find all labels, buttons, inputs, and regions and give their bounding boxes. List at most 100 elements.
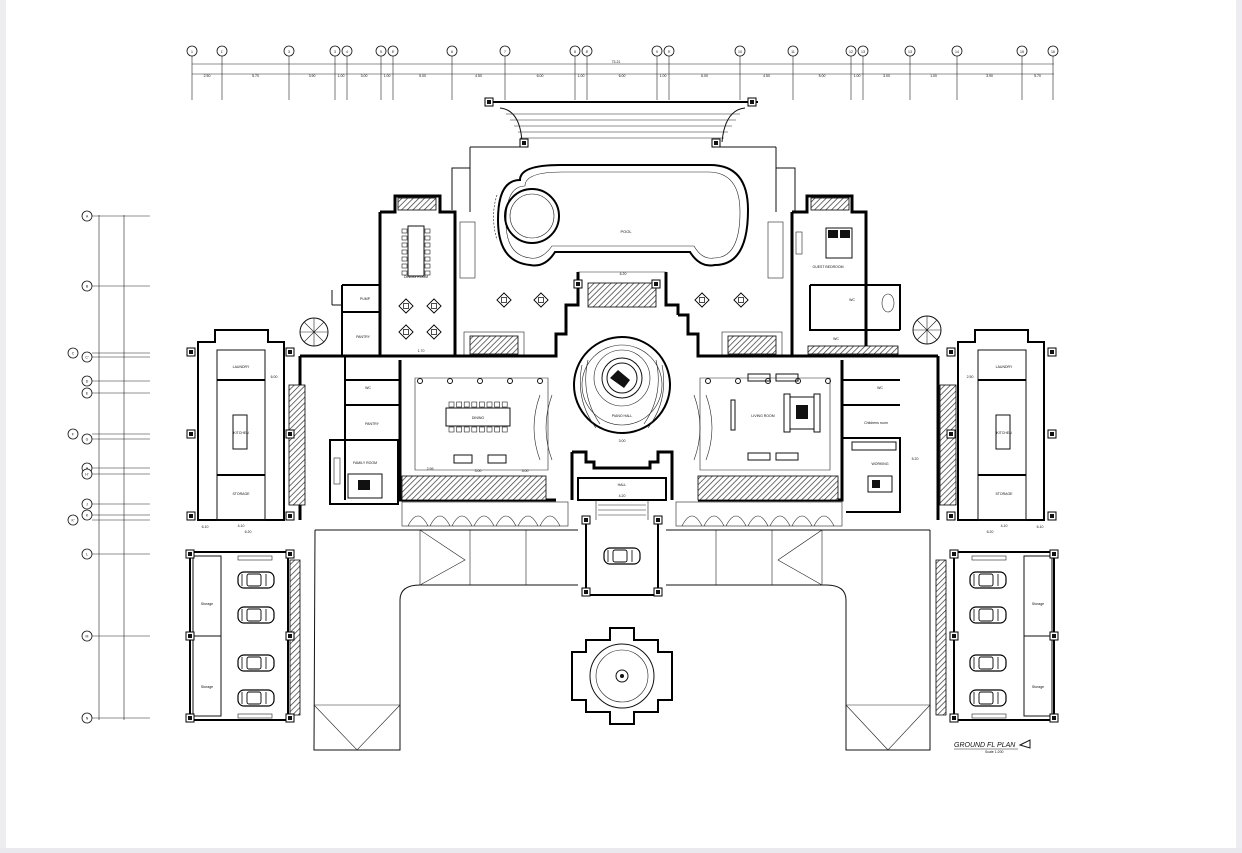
- left-wing-top: DINING ROOM PUMP PANTRY 1.70: [331, 194, 525, 357]
- grid-bubble-row: K: [81, 509, 93, 521]
- grid-bubble-label: C: [72, 352, 75, 356]
- chair: [401, 270, 408, 276]
- grid-bubble-label: 16: [1051, 50, 1055, 54]
- top-dim-label: 4.50: [763, 74, 770, 78]
- top-dim-label: 1.00: [384, 74, 391, 78]
- tree-left: [299, 317, 329, 347]
- grid-bubble-row: F: [67, 428, 79, 440]
- column: [705, 378, 711, 384]
- room-label-piano-hall: PIANO HALL: [612, 414, 633, 418]
- grid-bubble-col: 13: [857, 45, 869, 57]
- chair: [494, 426, 500, 433]
- top-dim-label: 3.90: [309, 74, 316, 78]
- room-label-family-room: FAMILY ROOM: [353, 461, 377, 465]
- grid-bubble-row: D: [81, 375, 93, 387]
- dim-4-10-right: 4.10: [1001, 524, 1008, 528]
- top-dim-label: 1.00: [930, 74, 937, 78]
- chair: [494, 401, 500, 408]
- total-width-dim: 73.21: [612, 60, 621, 64]
- chair: [401, 263, 408, 269]
- grid-bubble-label: 5: [380, 50, 382, 54]
- chair: [463, 426, 470, 433]
- grid-bubble-label: 8': [586, 50, 589, 54]
- chair: [479, 401, 485, 408]
- grid-bubble-label: 9: [656, 50, 658, 54]
- grid-bubble-col: 6: [446, 45, 458, 57]
- chair: [463, 401, 470, 408]
- grid-bubble-row: G: [81, 433, 93, 445]
- grid-bubble-label: 7: [504, 50, 506, 54]
- chair: [501, 401, 508, 408]
- pillar: [1049, 631, 1059, 641]
- grid-bubble-row: H': [81, 468, 93, 480]
- dim-6-20-left: 6.20: [245, 530, 252, 534]
- room-label-laundry-right: LAUNDRY: [996, 365, 1013, 369]
- arch: [769, 515, 791, 527]
- grid-bubble-label: 10: [738, 50, 742, 54]
- arch: [473, 515, 495, 527]
- arch: [495, 515, 517, 527]
- arch: [703, 515, 725, 527]
- room-label-pantry-top: PANTRY: [356, 335, 371, 339]
- arch: [429, 515, 451, 527]
- top-dim-label: 5.70: [1034, 74, 1041, 78]
- grid-bubble-col: 13: [904, 45, 916, 57]
- arch: [791, 515, 813, 527]
- column: [825, 378, 831, 384]
- grid-bubble-label: 3: [334, 50, 336, 54]
- dim-6-10-right: 6.10: [1037, 525, 1044, 529]
- grid-bubble-col: 4: [341, 45, 353, 57]
- chair: [456, 401, 462, 408]
- grid-bubble-row: K': [67, 514, 79, 526]
- grid-bubble-label: 1: [191, 50, 193, 54]
- garage-storage-left-2: Storage: [201, 685, 213, 689]
- grid-bubble-label: 13: [861, 50, 865, 54]
- drawing-scale: Scale 1:200: [985, 750, 1004, 754]
- grid-bubble-label: G: [86, 438, 89, 442]
- pillar: [185, 631, 195, 641]
- chair: [401, 228, 408, 234]
- grid-bubble-label: 5': [392, 50, 395, 54]
- pillar: [285, 713, 295, 723]
- arch: [725, 515, 747, 527]
- garage-storage-right-2: Storage: [1032, 685, 1044, 689]
- chair: [424, 228, 431, 234]
- room-label-wc-right-bottom: WC: [833, 337, 839, 341]
- dim-3-00-a: 3.00: [475, 469, 482, 473]
- room-label-living-room: LIVING ROOM: [751, 414, 774, 418]
- room-label-kitchen-right: KITCHEN: [996, 431, 1012, 435]
- grid-bubble-label: 9': [668, 50, 671, 54]
- grid-bubble-row: L: [81, 548, 93, 560]
- chair: [501, 426, 508, 433]
- right-pavilion: LAUNDRY KITCHEN STORAGE 4.10 6.20 6.10 2…: [939, 329, 1057, 534]
- grid-bubble-label: N: [86, 717, 89, 721]
- room-label-pantry-mid: PANTRY: [365, 422, 380, 426]
- room-label-children-room: Childrens room: [864, 421, 888, 425]
- arch: [517, 515, 539, 527]
- grid-bubble-col: 5': [387, 45, 399, 57]
- room-label-storage-left: STORAGE: [232, 492, 250, 496]
- room-label-wc-left: WC: [365, 386, 371, 390]
- chair: [401, 235, 408, 241]
- left-pavilion: LAUNDRY KITCHEN STORAGE 4.10 6.20 6.10 6…: [186, 329, 306, 534]
- grid-bubble-label: 13: [908, 50, 912, 54]
- grid-bubble-col: 10: [734, 45, 746, 57]
- grid-bubble-label: 14: [955, 50, 959, 54]
- column: [477, 378, 483, 384]
- drawing-title: GROUND FL PLAN: [954, 742, 1016, 749]
- top-dim-label: 1.00: [854, 74, 861, 78]
- grid-bubble-label: A: [86, 215, 89, 219]
- grid-bubble-col: 9': [663, 45, 675, 57]
- grid-bubble-col: 1': [216, 45, 228, 57]
- pillar: [1049, 549, 1059, 559]
- top-dim-label: 5.00: [819, 74, 826, 78]
- grid-bubble-col: 9: [651, 45, 663, 57]
- grid-bubble-label: E: [86, 392, 89, 396]
- grid-bubble-col: 15: [1016, 45, 1028, 57]
- pillar: [185, 713, 195, 723]
- grid-bubble-label: C': [85, 356, 89, 360]
- dim-3-00-c: 3.00: [619, 439, 626, 443]
- top-dim-label: 5.00: [419, 74, 426, 78]
